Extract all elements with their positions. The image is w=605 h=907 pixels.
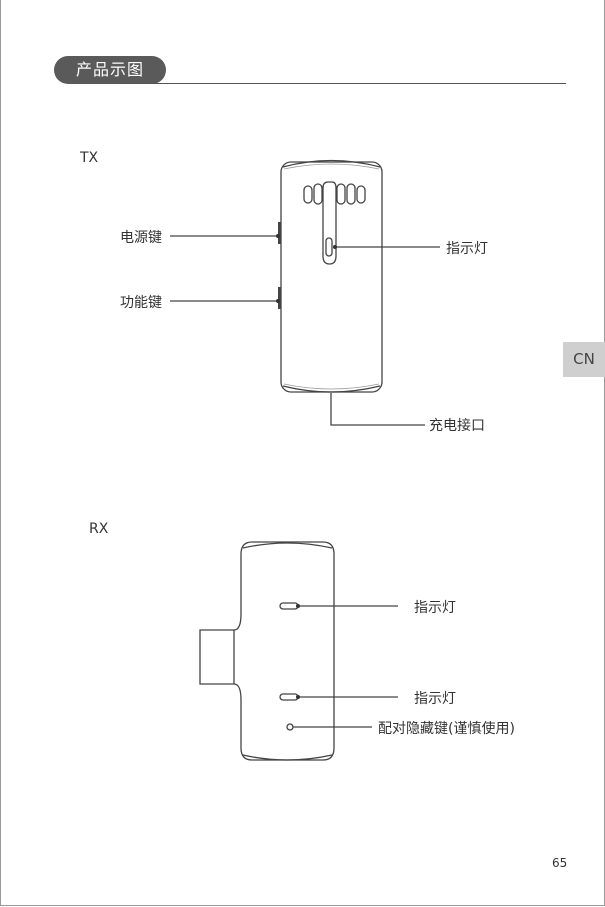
power-key-dot (276, 234, 280, 238)
function-key-label: 功能键 (120, 292, 162, 312)
rx-indicator-2-label: 指示灯 (414, 688, 456, 708)
indicator-label: 指示灯 (446, 238, 488, 258)
rx-indicator-1-label: 指示灯 (414, 597, 456, 617)
rx-heading: RX (89, 521, 108, 537)
power-key-label: 电源键 (120, 227, 162, 247)
rx-indicator-2-dot (296, 695, 300, 699)
function-key-dot (276, 299, 280, 303)
charging-port-leader (331, 393, 425, 425)
rx-indicator-1-dot (296, 604, 300, 608)
pairing-key-label: 配对隐藏键(谨慎使用) (378, 718, 515, 738)
indicator-dot (333, 245, 337, 249)
tx-heading: TX (80, 150, 98, 166)
page-number: 65 (552, 856, 567, 870)
charging-port-label: 充电接口 (429, 415, 485, 435)
tx-device-illustration (278, 161, 382, 393)
